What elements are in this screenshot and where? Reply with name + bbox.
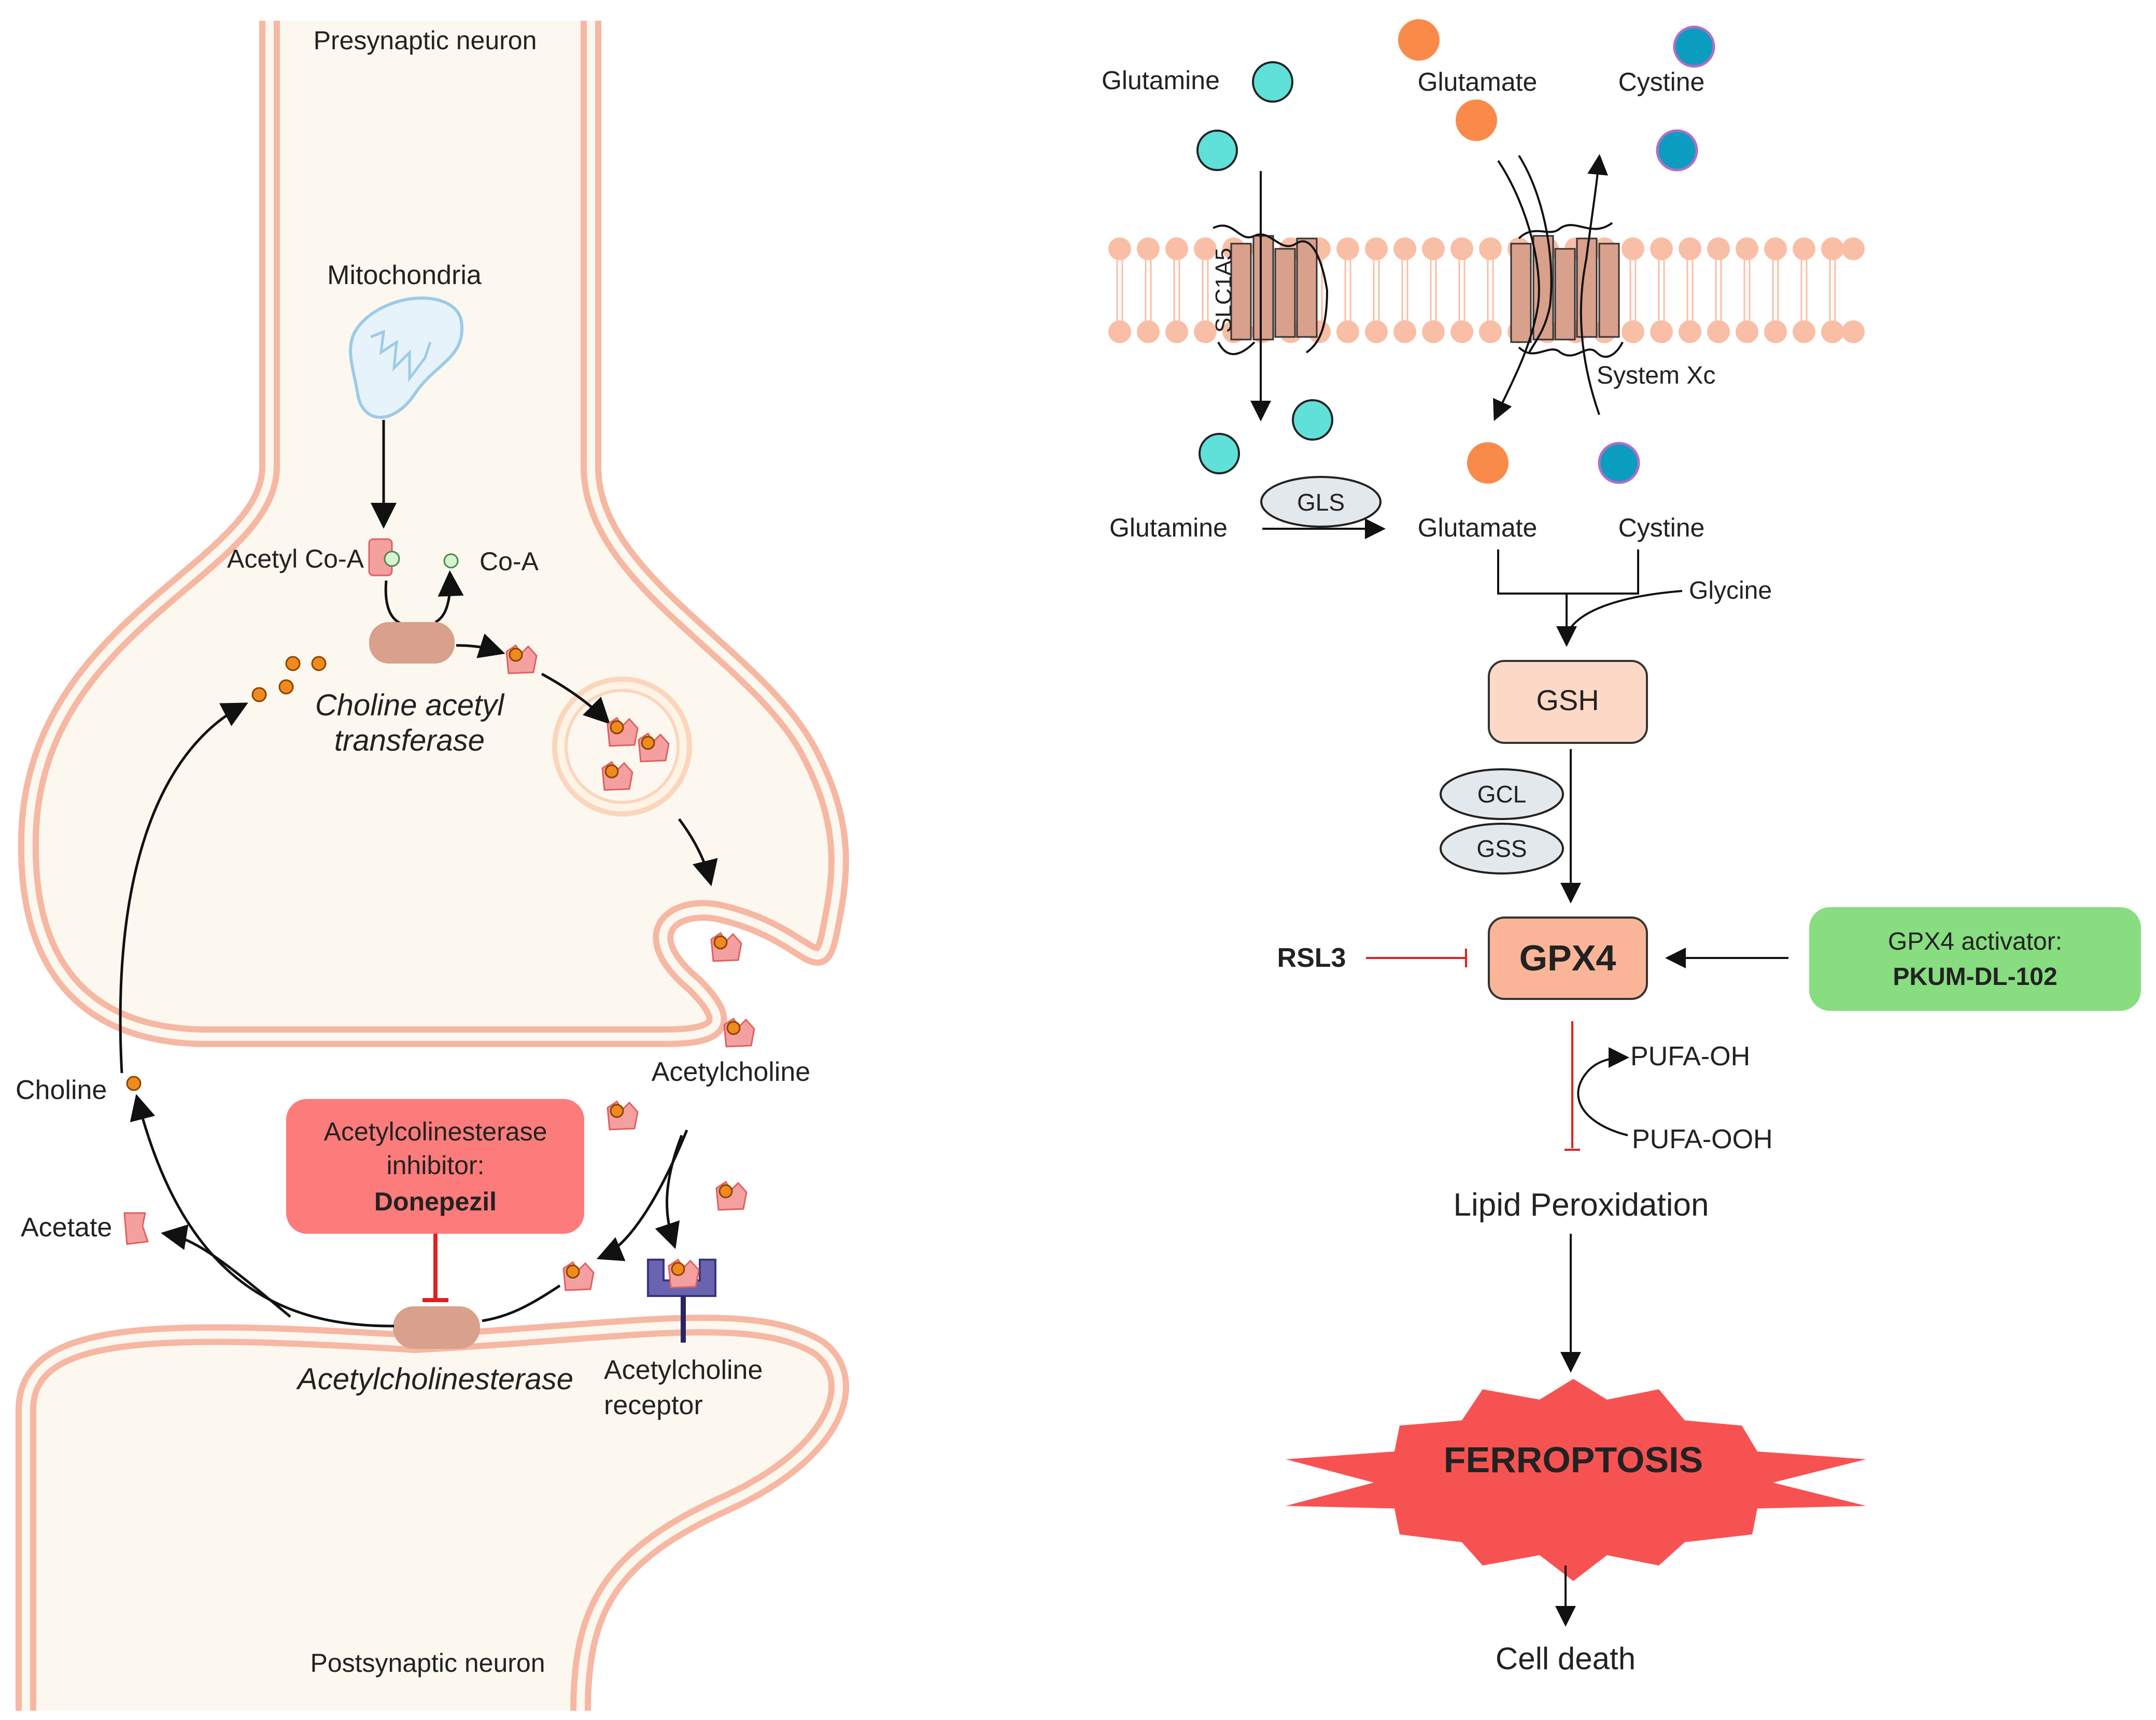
glutamine-out-molecule (1252, 61, 1293, 103)
choline-label: Choline (16, 1075, 107, 1105)
cystine-in-label: Cystine (1618, 513, 1705, 542)
coa-curve-out (434, 570, 464, 624)
gsh-label: GSH (1536, 684, 1599, 716)
cystine-out-molecule (1656, 129, 1698, 172)
choline-dot (251, 687, 267, 702)
acetylcholinesterase-enzyme (393, 1306, 480, 1349)
vesicle-arrow (541, 672, 611, 725)
glycine-line (1566, 590, 1683, 636)
acetylcholine-receptor-icon (647, 1259, 716, 1343)
cystine-out-molecule (1673, 25, 1715, 68)
gcl-enzyme (1440, 768, 1564, 820)
inhibitor-label-1: Acetylcolinesterase (324, 1117, 547, 1146)
gpx4-box (1488, 917, 1648, 1000)
synaptic-vesicle (552, 676, 692, 816)
choline-acetyltransferase-enzyme (369, 622, 455, 664)
chat-label-1: Choline acetyl (315, 688, 505, 722)
gss-label: GSS (1476, 835, 1527, 862)
cystine-in-molecule (1598, 442, 1640, 484)
glycine-label: Glycine (1689, 577, 1772, 604)
gsh-synthesis-bracket (1497, 549, 1639, 595)
postsynaptic-label: Postsynaptic neuron (310, 1648, 545, 1677)
glutamate-in-molecule (1467, 442, 1509, 484)
pufa-conversion-arrow (1577, 1047, 1629, 1136)
choline-dot (285, 656, 301, 671)
acetyl-coa-icon (368, 538, 400, 576)
cell-death-label: Cell death (1496, 1641, 1636, 1676)
ferroptosis-burst (1286, 1379, 1866, 1581)
glutamate-export-arrow (1493, 160, 1540, 421)
system-xc-label: System Xc (1597, 362, 1715, 389)
presynaptic-neuron (18, 21, 849, 1047)
glutamine-in-label: Glutamine (1109, 513, 1228, 542)
rsl3-label: RSL3 (1277, 943, 1346, 973)
gcl-label: GCL (1477, 781, 1527, 808)
gpx4-label: GPX4 (1519, 938, 1616, 978)
ferroptosis-label: FERROPTOSIS (1444, 1440, 1703, 1480)
ache-substrate-line (482, 1284, 561, 1322)
activator-label-2: PKUM-DL-102 (1893, 963, 2057, 991)
glutamate-in-label: Glutamate (1418, 513, 1538, 542)
to-ache-arrow (596, 1130, 688, 1261)
ache-label: Acetylcholinesterase (296, 1362, 573, 1396)
choline-dot (126, 1076, 142, 1091)
glutamate-out-molecule (1456, 100, 1497, 141)
inhibitor-label-2: inhibitor: (387, 1151, 485, 1180)
mitochondria-label: Mitochondria (327, 260, 482, 290)
glutamine-out-molecule (1196, 130, 1238, 171)
acetate-icon (123, 1212, 149, 1245)
glutamate-out-label: Glutamate (1418, 67, 1538, 96)
system-xc-transporter (1510, 222, 1624, 358)
slc1a5-transporter (1213, 224, 1329, 355)
coa-label: Co-A (480, 547, 539, 576)
glutamine-in-molecule (1199, 433, 1240, 474)
cleft-acetylcholine (607, 1101, 639, 1131)
gls-enzyme (1260, 476, 1382, 528)
receptor-label-2: receptor (604, 1390, 703, 1420)
activator-label-1: GPX4 activator: (1888, 928, 2062, 955)
released-acetylcholine (710, 932, 742, 962)
choline-dot (311, 656, 327, 671)
to-acetate-arrow (161, 1224, 291, 1318)
postsynaptic-neuron (16, 1315, 849, 1711)
gss-enzyme (1440, 823, 1564, 875)
pufa-oh-label: PUFA-OH (1630, 1041, 1750, 1072)
recycle-arrow (119, 702, 248, 1074)
presynaptic-label: Presynaptic neuron (314, 26, 537, 55)
acetate-label: Acetate (21, 1213, 112, 1243)
chat-label-2: transferase (334, 724, 485, 757)
lipid-peroxidation-label: Lipid Peroxidation (1454, 1187, 1709, 1223)
chat-arrow (456, 633, 505, 658)
acetyl-coa-label: Acetyl Co-A (227, 544, 364, 573)
acetylcholine-label: Acetylcholine (652, 1057, 810, 1087)
glutamine-out-label: Glutamine (1102, 66, 1220, 95)
to-receptor-arrow (655, 1135, 683, 1249)
inhibitor-drug: Donepezil (374, 1187, 497, 1216)
xc-line (1518, 154, 1553, 353)
release-arrow (678, 818, 718, 886)
cystine-out-label: Cystine (1618, 67, 1705, 96)
coa-icon (443, 553, 459, 569)
gls-label: GLS (1297, 489, 1345, 516)
receptor-label-1: Acetylcholine (604, 1355, 763, 1385)
slc1a5-label: SLC1A5 (1211, 248, 1236, 333)
activator-box (1809, 907, 2141, 1011)
gsh-box (1488, 660, 1648, 744)
inhibitor-box (286, 1099, 584, 1234)
glutamine-in-molecule (1292, 399, 1333, 441)
to-choline-arrow (130, 1094, 394, 1328)
released-acetylcholine (723, 1018, 755, 1048)
cleft-acetylcholine (562, 1261, 595, 1291)
cystine-import-arrow (1580, 154, 1609, 415)
pufa-ooh-label: PUFA-OOH (1632, 1124, 1773, 1154)
choline-dot (278, 679, 294, 695)
glutamate-out-molecule (1398, 19, 1440, 61)
cleft-acetylcholine (715, 1181, 748, 1211)
mitochondria-icon (349, 297, 464, 419)
